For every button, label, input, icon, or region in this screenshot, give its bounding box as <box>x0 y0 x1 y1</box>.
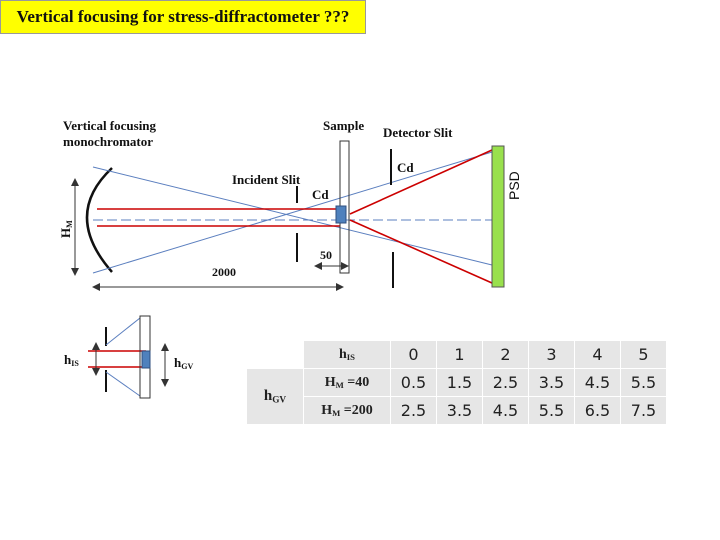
table-cell: 3.5 <box>528 368 575 397</box>
table-cell: 6.5 <box>574 396 621 425</box>
table-cell: 4.5 <box>482 396 529 425</box>
sample-label: Sample <box>323 118 365 133</box>
detector-slit-label: Detector Slit <box>383 125 453 140</box>
row-label-main: H <box>324 374 336 390</box>
table-cell: 4.5 <box>574 368 621 397</box>
row-label-tail: =200 <box>340 402 373 418</box>
inset-sample-block <box>141 350 151 369</box>
inset-blue-bottom <box>105 371 141 397</box>
table-cell: 0 <box>390 340 437 369</box>
table-hgv-main: h <box>263 387 273 404</box>
table-cell: 1.5 <box>436 368 483 397</box>
hm-label: HM <box>58 220 74 238</box>
hgv-label: hGV <box>174 355 193 371</box>
table-cell: 5.5 <box>620 368 667 397</box>
psd-label: PSD <box>506 171 522 200</box>
table-cell: 2.5 <box>482 368 529 397</box>
incident-slit-label: Incident Slit <box>232 172 301 187</box>
monochromator-label-line1: Vertical focusing <box>63 118 157 133</box>
table-cell: 2 <box>482 340 529 369</box>
cd-mid-label: Cd <box>312 187 329 202</box>
table-cell: 1 <box>436 340 483 369</box>
table-corner <box>246 340 304 369</box>
table-header-his-main: h <box>339 346 347 362</box>
monochromator-label-line2: monochromator <box>63 134 154 149</box>
hm-label-sub: M <box>65 220 74 228</box>
his-label: hIS <box>64 352 79 368</box>
psd-detector <box>491 145 505 288</box>
row-label-tail: =40 <box>343 374 370 390</box>
table-header-row: hIS 0 1 2 3 4 5 <box>246 340 667 369</box>
hgv-label-sub: GV <box>181 362 194 371</box>
table-cell: 2.5 <box>390 396 437 425</box>
inset-detail <box>88 315 169 399</box>
his-label-sub: IS <box>71 359 79 368</box>
table-cell: 3 <box>528 340 575 369</box>
table-row-label: HM =200 <box>303 396 391 425</box>
table-cell: 3.5 <box>436 396 483 425</box>
sample-block <box>335 205 347 224</box>
cd-top-label: Cd <box>397 160 414 175</box>
table-cell: 4 <box>574 340 621 369</box>
table-cell: 5 <box>620 340 667 369</box>
table-cell: 0.5 <box>390 368 437 397</box>
table-row-label: HM =40 <box>303 368 391 397</box>
table-cell: 5.5 <box>528 396 575 425</box>
his-label-main: h <box>64 352 72 367</box>
row-label-sub: M <box>332 407 341 418</box>
table-header-his-sub: IS <box>346 351 355 362</box>
table-hgv-label: hGV <box>246 368 304 425</box>
blue-beam-lines <box>92 151 500 274</box>
row-label-main: H <box>321 402 333 418</box>
hm-label-main: H <box>58 227 73 238</box>
table-header-his: hIS <box>303 340 391 369</box>
results-table: hIS 0 1 2 3 4 5 hGV HM =40 0.5 1.5 2.5 3… <box>246 340 667 425</box>
hgv-label-main: h <box>174 355 182 370</box>
title-banner: Vertical focusing for stress-diffractome… <box>0 0 366 34</box>
table-hgv-sub: GV <box>272 395 287 406</box>
row-label-sub: M <box>335 379 344 390</box>
monochromator-curve <box>85 167 113 273</box>
table-cell: 7.5 <box>620 396 667 425</box>
inset-blue-top <box>105 317 141 346</box>
table-row: hGV HM =40 0.5 1.5 2.5 3.5 4.5 5.5 <box>246 368 667 425</box>
two-thousand-label: 2000 <box>212 265 236 279</box>
red-beam-lines <box>97 149 493 284</box>
fifty-label: 50 <box>320 248 332 262</box>
monochromator-label: Vertical focusing monochromator <box>63 118 156 150</box>
table-row: HM =200 2.5 3.5 4.5 5.5 6.5 7.5 <box>247 396 667 425</box>
